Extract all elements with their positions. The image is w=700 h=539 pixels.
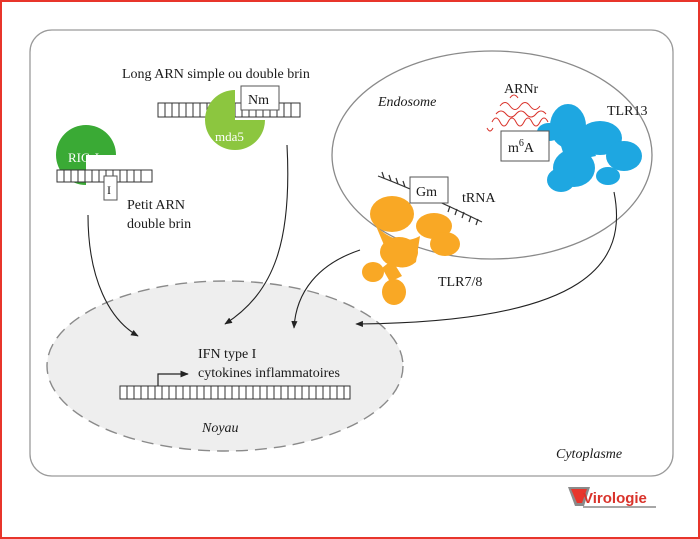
ifn-label: IFN type I <box>198 347 257 362</box>
cytoplasm-label: Cytoplasme <box>556 447 622 462</box>
rig-i-tag-box <box>103 175 118 201</box>
endosome-label: Endosome <box>377 95 436 110</box>
virologie-logo: Virologie <box>568 487 656 508</box>
rrna-label: ARNr <box>504 82 539 97</box>
short-rna-label-line1: Petit ARN <box>127 198 185 213</box>
arrow-rig-i-to-nucleus <box>87 214 139 337</box>
tlr78-receptor <box>362 196 460 305</box>
cytokines-label: cytokines inflammatoires <box>198 366 340 381</box>
m6a-modification-label: m6A <box>508 138 535 156</box>
arrow-tlr13-to-nucleus <box>355 191 618 328</box>
gm-modification-box <box>409 176 449 204</box>
nucleus <box>46 280 404 452</box>
trna-label: tRNA <box>462 191 496 206</box>
long-rna-label: Long ARN simple ou double brin <box>122 67 310 82</box>
tlr78-label: TLR7/8 <box>438 275 482 290</box>
nucleus-label: Noyau <box>201 421 239 436</box>
nm-modification-label: Nm <box>248 93 269 108</box>
transcription-arrow <box>157 370 189 386</box>
nm-modification-box <box>240 85 280 111</box>
tlr13-label: TLR13 <box>607 104 647 119</box>
m6a-modification-box <box>500 130 550 162</box>
short-rna-label-line2: double brin <box>127 217 191 232</box>
tlr13-receptor <box>537 104 642 192</box>
arrow-mda5-to-nucleus <box>224 144 289 325</box>
rig-i-label: RIG-I <box>68 150 99 165</box>
arrow-tlr78-to-nucleus <box>291 249 361 329</box>
gm-modification-label: Gm <box>416 185 437 200</box>
mda5-label: mda5 <box>215 129 244 144</box>
mda5-protein <box>205 90 265 150</box>
logo-text: Virologie <box>583 490 647 507</box>
rig-i-tag-label: I <box>107 183 111 197</box>
dna-ladder <box>119 385 351 400</box>
